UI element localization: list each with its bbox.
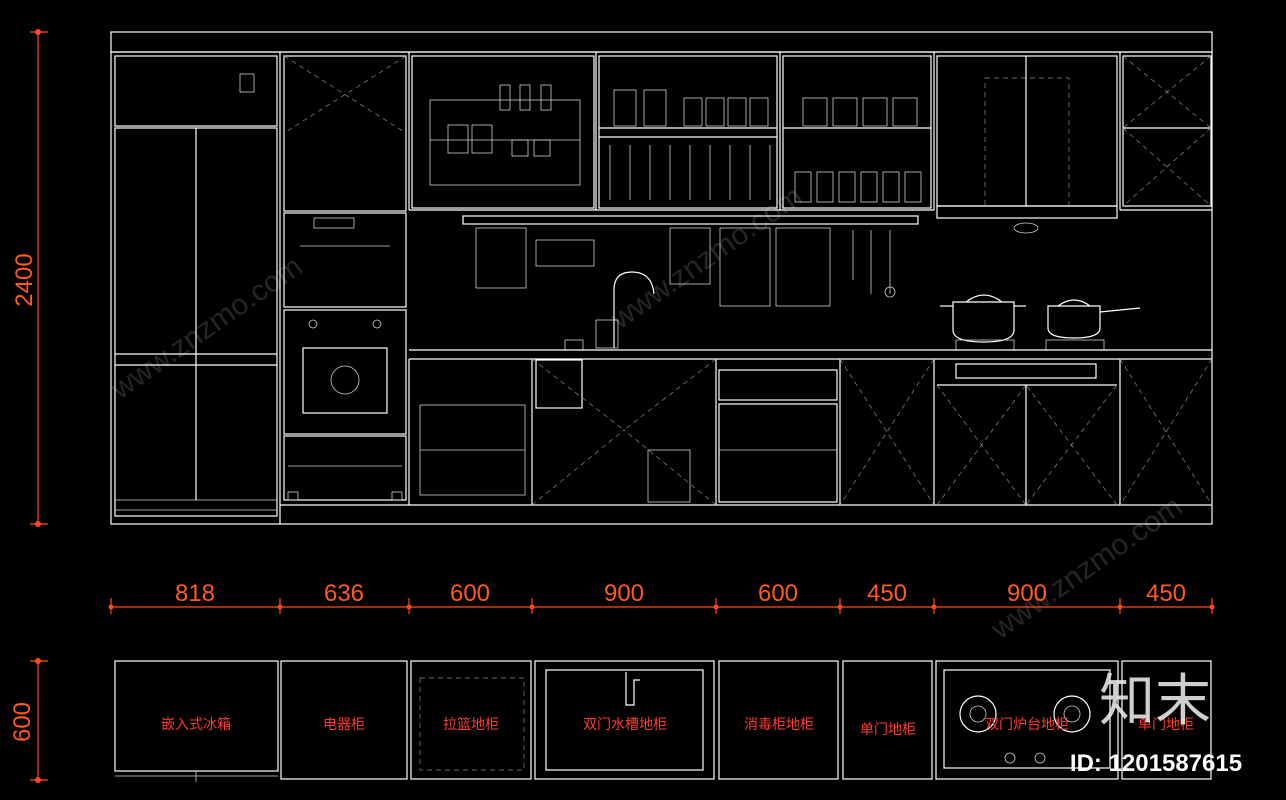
width-label-single-2: 450	[1146, 580, 1186, 607]
width-dimension-line: 818 636 600 900 600 450 900 450	[108, 580, 1215, 614]
plan-label-stove: 双门炉台地柜	[985, 717, 1069, 733]
height-dimension-label: 2400	[11, 253, 38, 306]
watermark-text: www.znzmo.com	[604, 180, 808, 337]
plan-view: 嵌入式冰箱 电器柜 拉篮地柜 双门水槽地柜 消毒柜地柜 单门地柜 双门炉台地柜 …	[114, 660, 1212, 782]
plan-label-appliance: 电器柜	[323, 717, 365, 733]
height-dimension: 2400	[11, 29, 48, 527]
wall-rail-accessories	[462, 215, 919, 351]
pots	[940, 294, 1141, 351]
plan-label-basket: 拉篮地柜	[443, 717, 499, 733]
plan-label-sterilizer: 消毒柜地柜	[744, 717, 814, 733]
plan-label-fridge: 嵌入式冰箱	[161, 717, 231, 733]
watermark-text: www.znzmo.com	[984, 490, 1188, 647]
watermark-logo: 知末	[1099, 669, 1211, 734]
plan-label-single-1: 单门地柜	[860, 722, 916, 738]
width-label-single-1: 450	[867, 580, 907, 607]
width-label-sink: 900	[604, 580, 644, 607]
base-cabinets	[280, 358, 1213, 506]
brand-watermark: 知末 ID: 1201587615	[1070, 669, 1242, 777]
width-label-sterilizer: 600	[758, 580, 798, 607]
width-label-fridge: 818	[175, 580, 215, 607]
plan-label-single-2: 单门地柜	[1138, 717, 1194, 733]
width-label-stove: 900	[1007, 580, 1047, 607]
watermark-text: www.znzmo.com	[104, 250, 308, 407]
width-label-appliance: 636	[324, 580, 364, 607]
width-label-basket: 600	[450, 580, 490, 607]
upper-cabinets	[411, 55, 1212, 234]
built-in-fridge	[114, 55, 278, 517]
depth-dimension: 600	[9, 658, 48, 783]
plan-label-sink: 双门水槽地柜	[583, 717, 667, 733]
watermark-id: ID: 1201587615	[1070, 750, 1242, 777]
depth-dimension-label: 600	[9, 702, 36, 742]
appliance-tower	[283, 55, 407, 501]
elevation-view	[110, 31, 1213, 525]
